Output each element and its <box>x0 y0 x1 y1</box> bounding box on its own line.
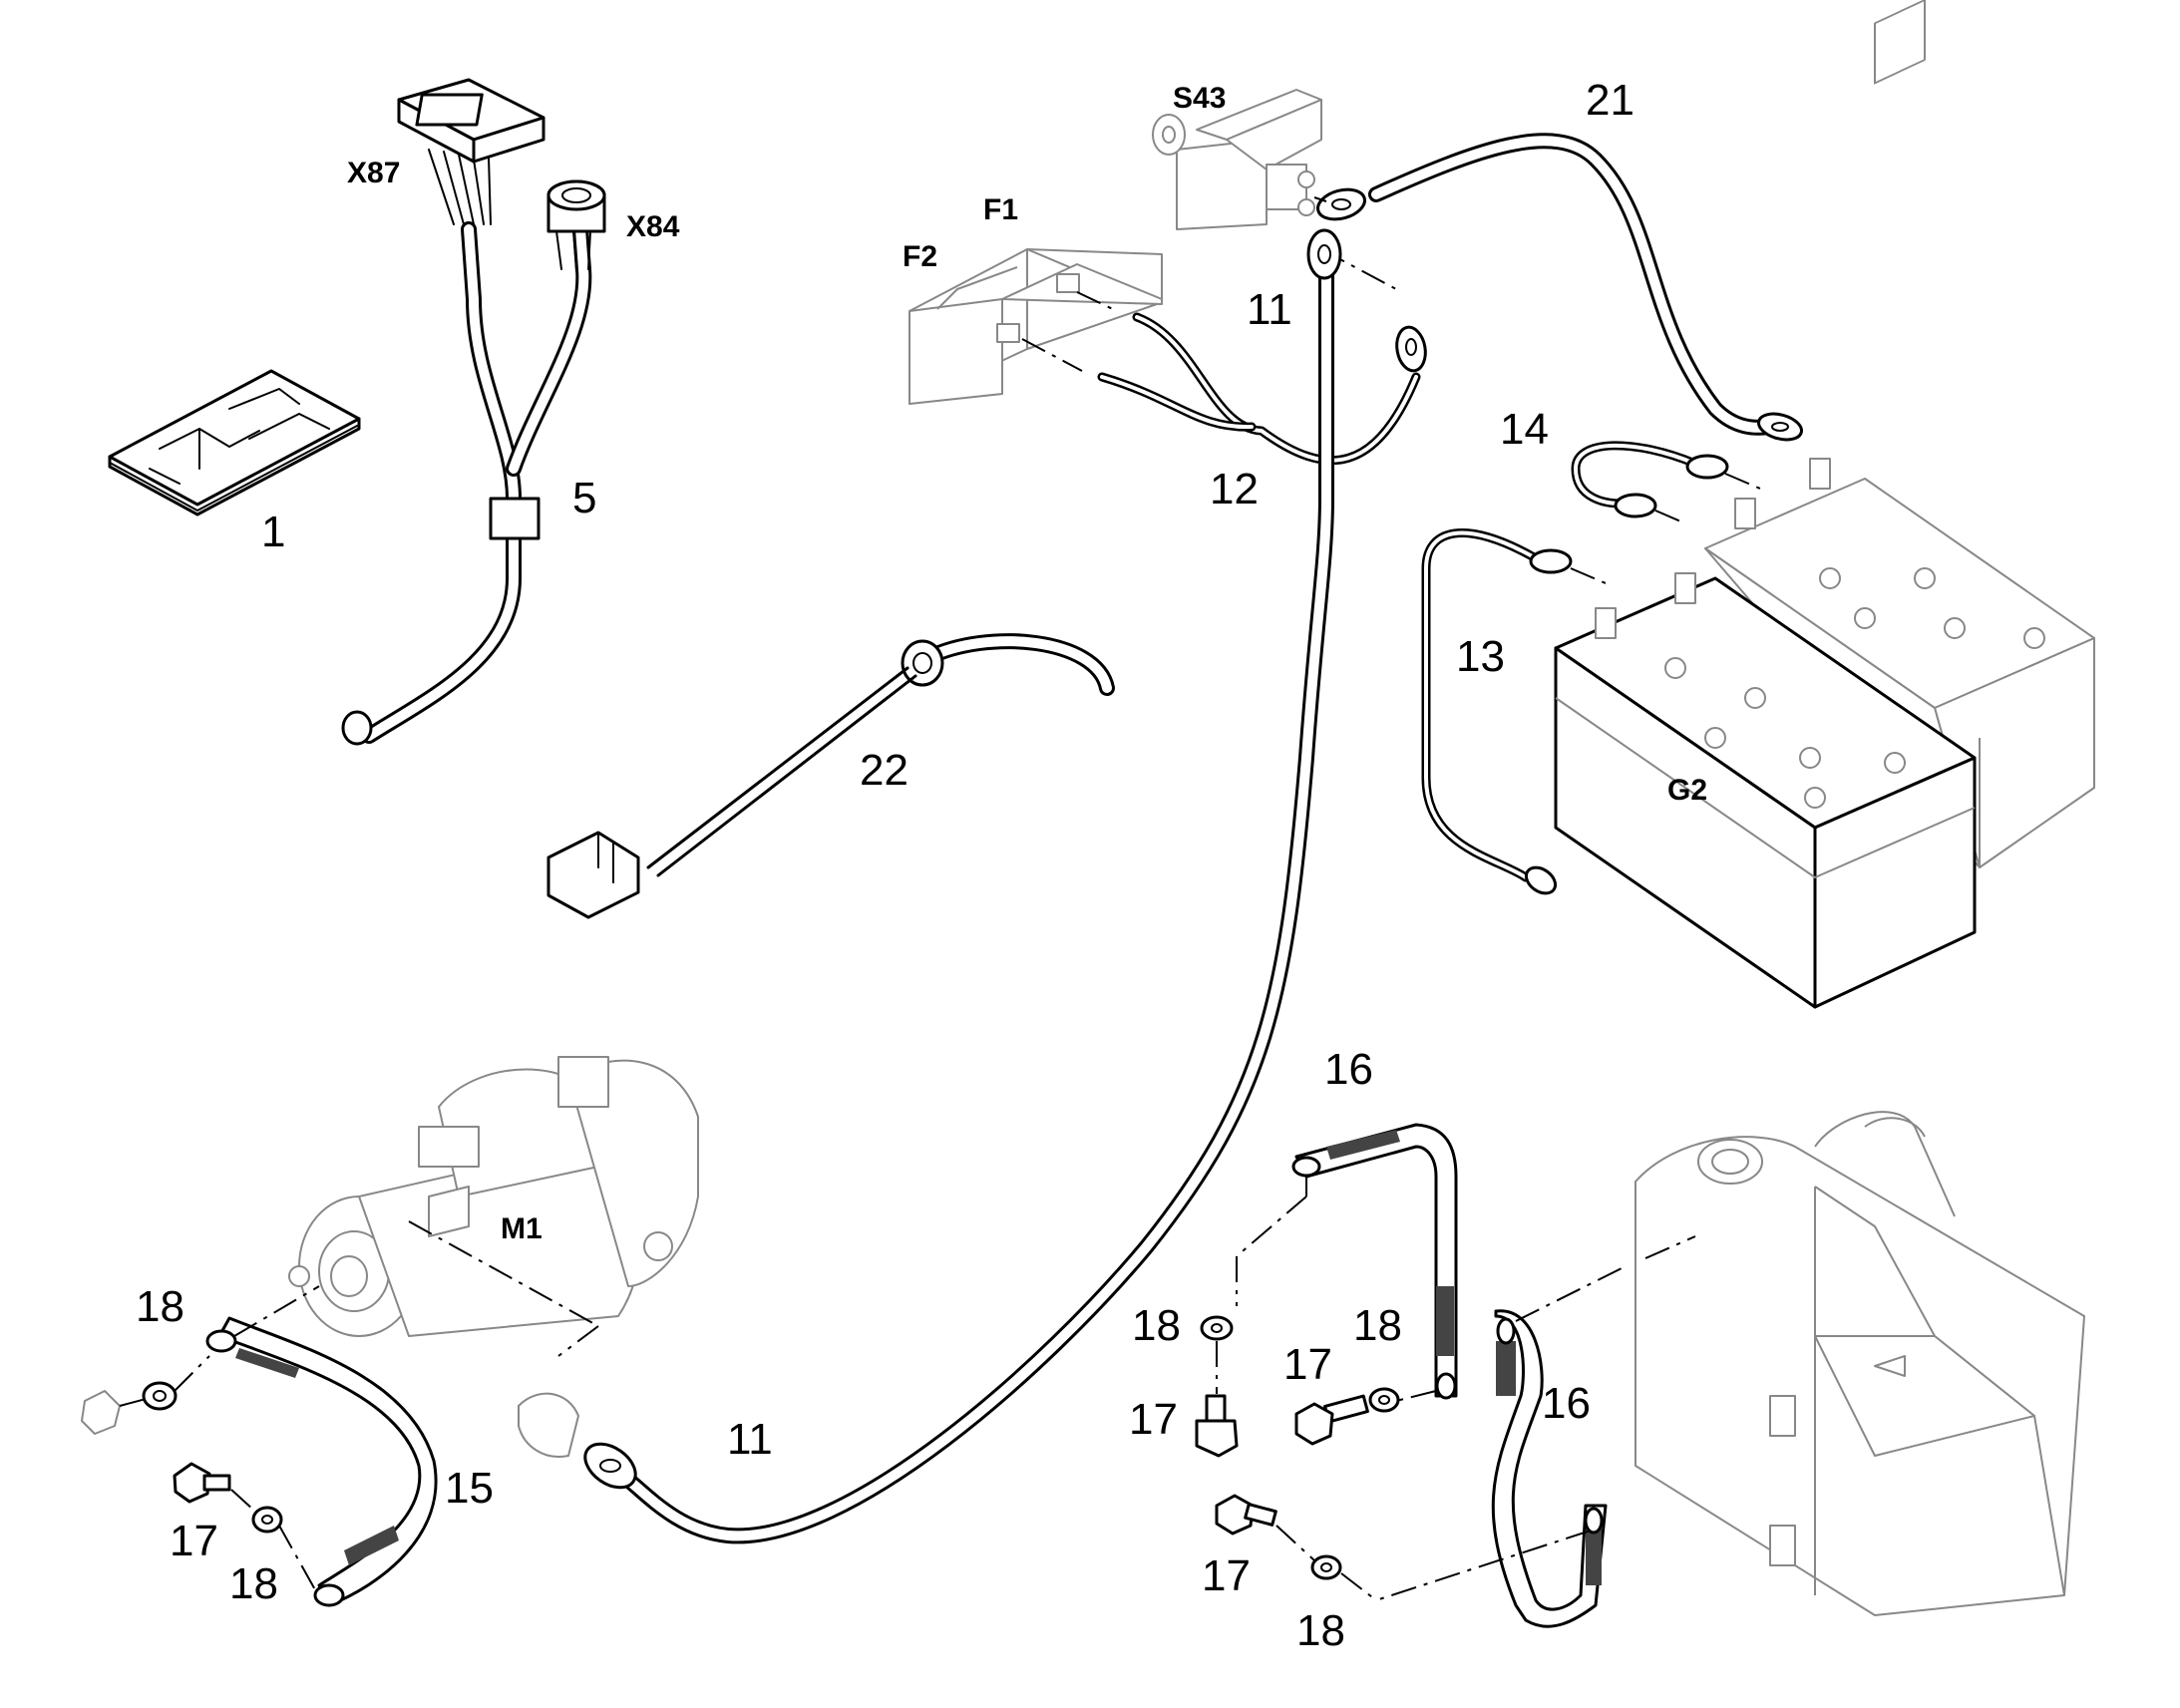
fuse-cable-part[interactable] <box>1021 248 1429 466</box>
battery-link-cable-part[interactable] <box>1571 441 1761 524</box>
callout-17-b: 17 <box>1129 1395 1178 1444</box>
wiring-manual-part[interactable] <box>108 369 361 516</box>
tank-strap-fasteners <box>1195 1315 1400 1601</box>
callout-14: 14 <box>1500 405 1549 454</box>
f1-label: F1 <box>983 193 1018 226</box>
callout-1: 1 <box>261 508 285 556</box>
callout-18-d: 18 <box>1353 1301 1402 1350</box>
callout-12: 12 <box>1210 465 1259 513</box>
f2-label: F2 <box>903 240 937 273</box>
callout-17-a: 17 <box>170 1517 218 1565</box>
main-power-cable-part[interactable] <box>518 228 1342 1544</box>
callout-22: 22 <box>860 746 908 795</box>
battery-switch-s43 <box>1152 89 1322 230</box>
callout-11-top: 11 <box>1247 285 1292 334</box>
fuel-tank <box>1635 1111 2085 1616</box>
callout-15: 15 <box>445 1464 494 1513</box>
tank-strap-part-upper[interactable] <box>1236 1123 1458 1400</box>
callout-18-b: 18 <box>229 1559 278 1608</box>
starter-motor-m1 <box>288 1056 699 1337</box>
s43-label: S43 <box>1173 82 1226 115</box>
x84-label: X84 <box>626 210 680 243</box>
g2-label: G2 <box>1667 774 1707 807</box>
sensor-cable-part[interactable] <box>546 633 1115 919</box>
battery-g2 <box>1554 0 2095 1009</box>
x87-connector <box>397 78 545 225</box>
starter-ground-strap-part[interactable] <box>81 1220 599 1607</box>
m1-label: M1 <box>501 1212 543 1245</box>
switch-battery-cable-part[interactable] <box>1313 133 1804 444</box>
callout-18-c: 18 <box>1132 1301 1181 1350</box>
callout-16-mid: 16 <box>1542 1379 1591 1428</box>
callout-11-bottom: 11 <box>727 1415 773 1464</box>
tank-strap-part-lower[interactable] <box>1375 1235 1696 1628</box>
harness-part[interactable] <box>341 78 606 746</box>
callout-16-top: 16 <box>1324 1045 1373 1094</box>
callout-18-e: 18 <box>1296 1606 1345 1655</box>
callout-17-c: 17 <box>1283 1340 1332 1389</box>
callout-13: 13 <box>1456 632 1505 681</box>
x87-label: X87 <box>347 157 400 189</box>
callout-5: 5 <box>572 474 596 522</box>
callout-17-d: 17 <box>1202 1551 1251 1600</box>
battery-ground-cable-part[interactable] <box>1421 528 1607 899</box>
callout-21: 21 <box>1586 76 1635 125</box>
callout-18-a: 18 <box>136 1282 184 1331</box>
x84-connector <box>546 179 606 272</box>
